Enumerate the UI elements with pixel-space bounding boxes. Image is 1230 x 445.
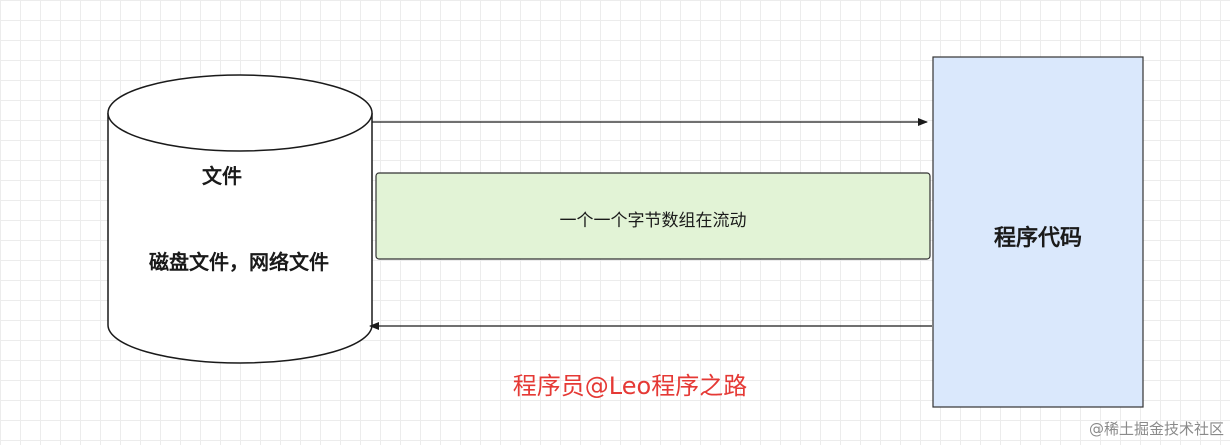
site-watermark: @稀土掘金技术社区 (1088, 420, 1224, 438)
file-title: 文件 (202, 164, 242, 188)
cylinder-body (107, 113, 373, 364)
stream-label: 一个一个字节数组在流动 (559, 211, 747, 231)
author-watermark: 程序员@Leo程序之路 (512, 372, 748, 400)
file-cylinder[interactable] (107, 74, 373, 364)
file-description: 磁盘文件，网络文件 (149, 250, 329, 274)
program-box[interactable] (932, 56, 1144, 408)
stream-box[interactable] (375, 172, 931, 260)
cylinder-top (107, 74, 373, 152)
program-label: 程序代码 (993, 226, 1082, 251)
